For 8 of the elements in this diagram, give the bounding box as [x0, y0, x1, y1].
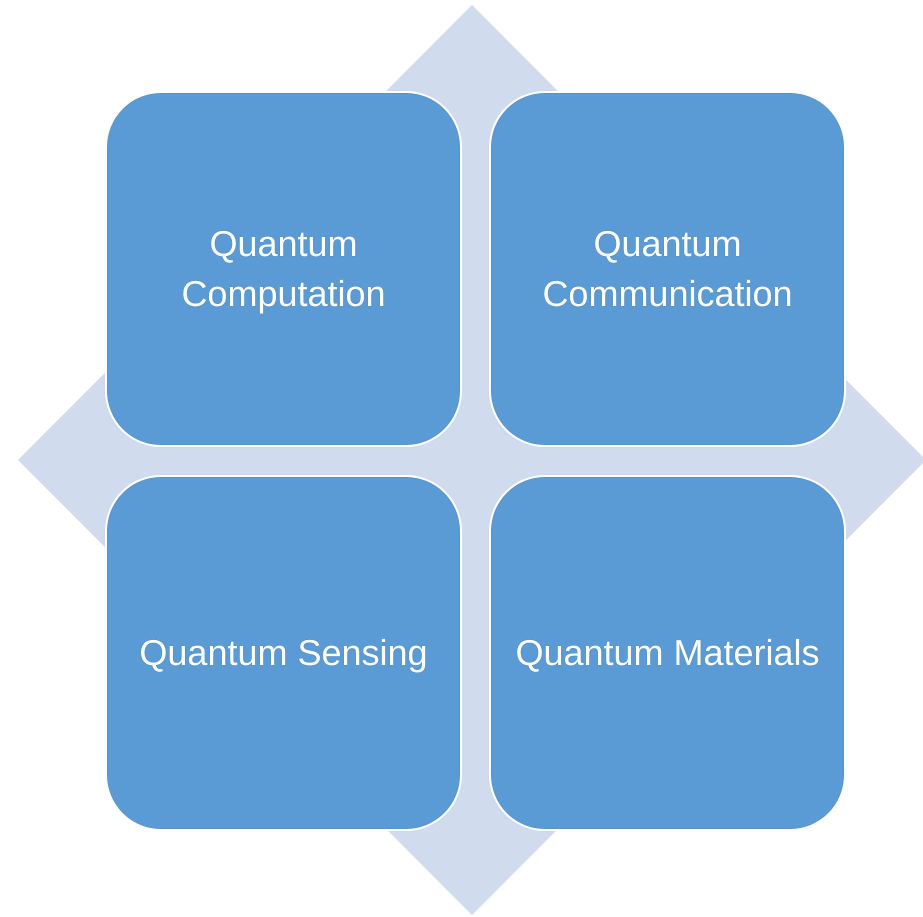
box-label: Quantum Communication: [541, 222, 794, 316]
rounded-box: [105, 475, 462, 831]
rounded-box: [105, 91, 462, 447]
rounded-box: [489, 475, 846, 831]
rounded-box: [489, 91, 846, 447]
box-label: Quantum Sensing: [139, 631, 428, 675]
box-label: Quantum Materials: [515, 631, 820, 675]
box-label: Quantum Computation: [180, 222, 387, 316]
